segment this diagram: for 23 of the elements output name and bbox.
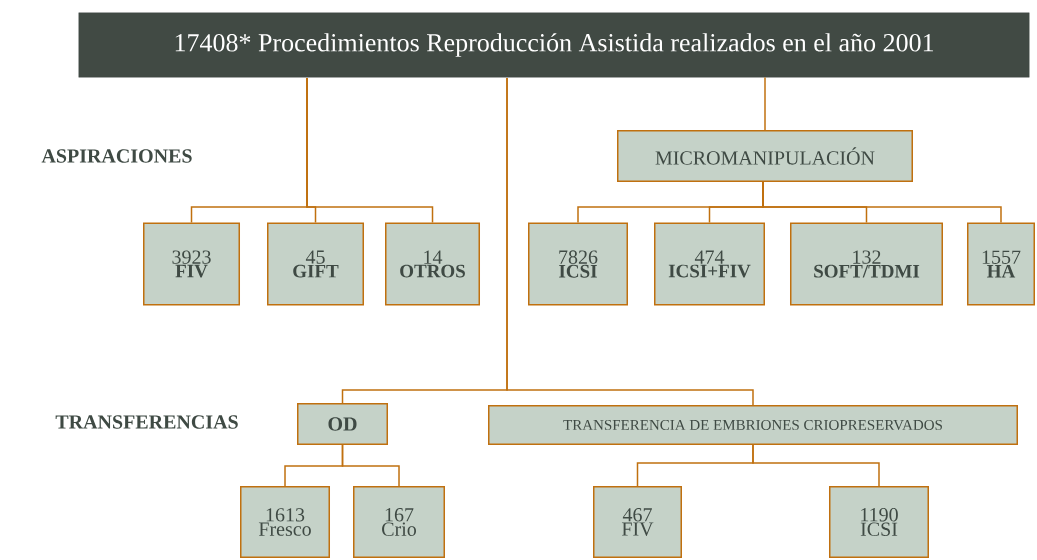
category-box: 167 Crio [353,486,445,558]
connector-line [306,77,434,224]
section-label: TRANSFERENCIAS [55,415,238,429]
connector-line [762,181,1002,224]
category-box: 3923 FIV [143,222,240,306]
category-box: OD [297,403,388,445]
category-box: 467 FIV [593,486,682,558]
connector-line [341,444,400,487]
connector-line [764,76,766,131]
category-box: 132 SOFT/TDMI [790,222,943,306]
category-box: 14 OTROS [385,222,480,306]
section-label: ASPIRACIONES [41,149,192,163]
connector-line [506,77,754,406]
category-box: 7826 ICSI [528,222,628,306]
category-box: 1557 HA [967,222,1035,306]
category-box: 1190 ICSI [829,486,929,558]
title-banner: 17408* Procedimientos Reproducción Asistida realizados en el año 2001 [78,12,1030,78]
category-box: TRANSFERENCIA DE EMBRIONES CRIOPRESERVADOS [488,405,1018,445]
category-box: 45 GIFT [267,222,364,306]
category-box: MICROMANIPULACIÓN [617,130,913,182]
category-box: 474 ICSI+FIV [654,222,765,306]
connector-line [752,444,880,487]
category-box: 1613 Fresco [240,486,330,558]
